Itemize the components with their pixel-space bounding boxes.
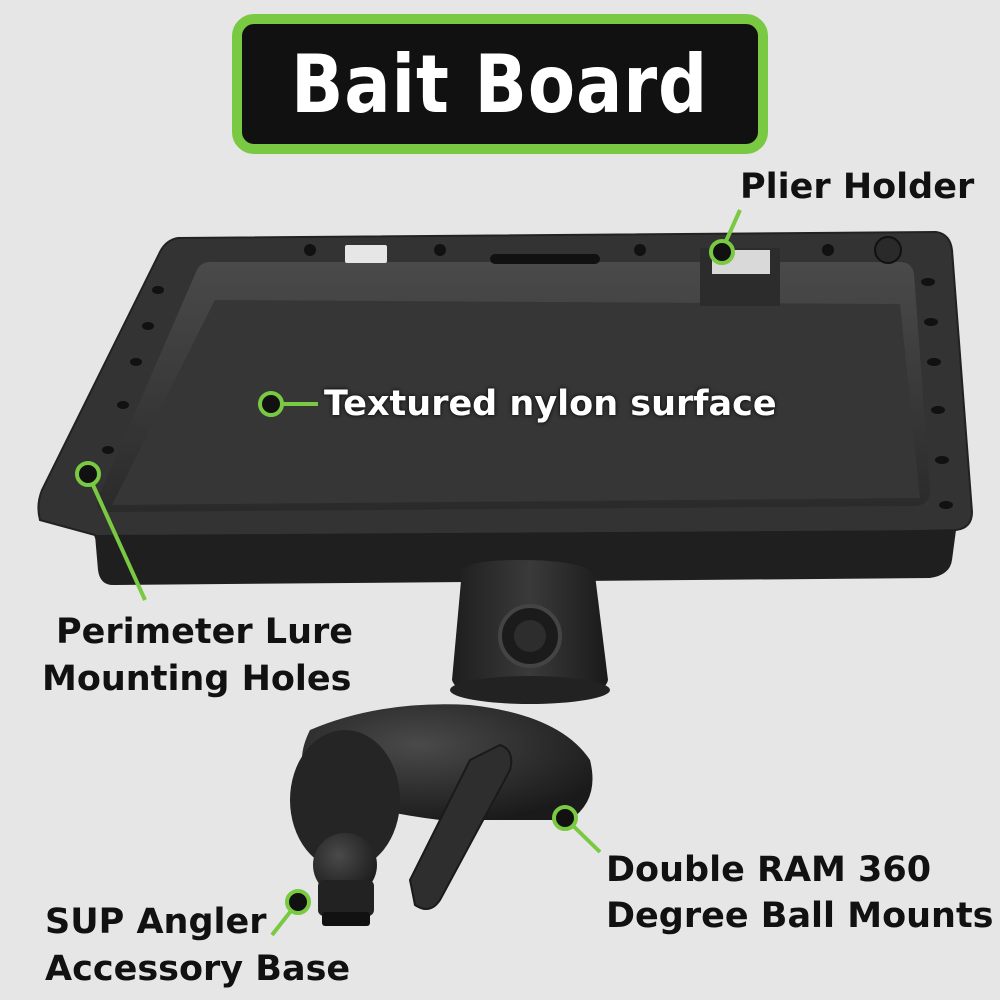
callout-accessory-base-line1: SUP Angler [45, 902, 267, 942]
upper-mount [450, 560, 610, 704]
callout-perimeter-holes-line2: Mounting Holes [42, 659, 352, 699]
callout-plier-holder: Plier Holder [740, 167, 975, 207]
callout-dots [75, 239, 735, 915]
callout-perimeter-holes-line1: Perimeter Lure [56, 612, 353, 652]
callout-ball-mounts-line2: Degree Ball Mounts [606, 896, 994, 936]
pointer-line-holes [86, 473, 147, 601]
title-banner: Bait Board [232, 14, 768, 154]
callout-accessory-base-line2: Accessory Base [45, 949, 351, 989]
ram-ball-mount-arm [290, 704, 593, 926]
tray [37, 230, 974, 586]
callout-textured-surface: Textured nylon surface [324, 384, 777, 424]
page-title: Bait Board [291, 37, 709, 131]
callout-ball-mounts-line1: Double RAM 360 [606, 850, 932, 890]
